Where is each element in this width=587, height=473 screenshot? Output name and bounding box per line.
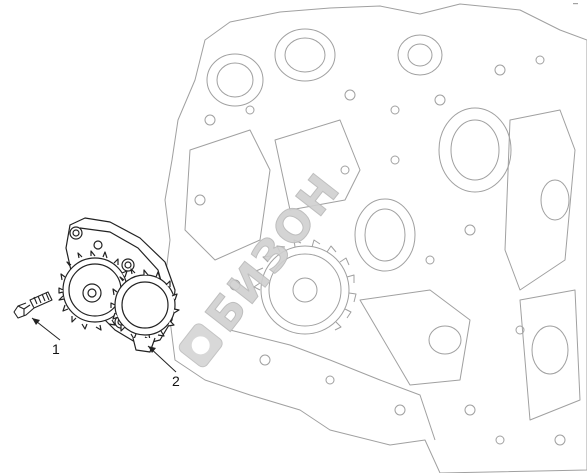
corner-mark: – (573, 0, 579, 8)
arrowhead-2 (148, 346, 156, 353)
leader-arrowheads (32, 318, 156, 353)
arrowhead-1 (32, 318, 40, 325)
oil-pump-assembly (58, 217, 180, 353)
callout-label-2: 2 (172, 373, 180, 389)
callout-label-1: 1 (52, 341, 60, 357)
engine-block-illustration (164, 3, 587, 473)
pump-driven-gear (110, 268, 180, 353)
bolt-part (13, 291, 53, 319)
